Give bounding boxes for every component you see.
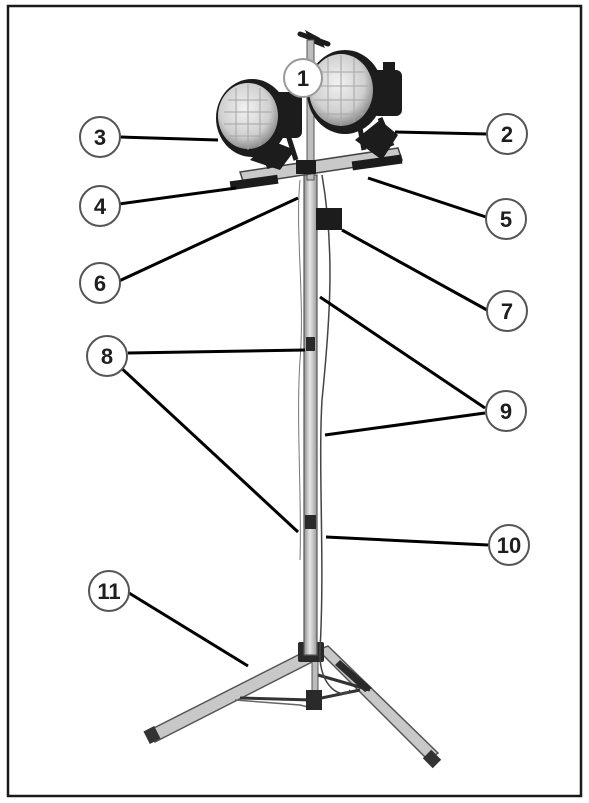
callout-11-label: 11 bbox=[97, 579, 120, 604]
leader-2 bbox=[395, 132, 487, 134]
callout-3: 3 bbox=[80, 117, 120, 157]
callout-7: 7 bbox=[487, 291, 527, 331]
callout-1: 1 bbox=[284, 59, 322, 97]
callout-6: 6 bbox=[80, 263, 120, 303]
callout-4-label: 4 bbox=[94, 194, 107, 219]
callout-10-label: 10 bbox=[497, 533, 521, 558]
callout-5: 5 bbox=[486, 199, 526, 239]
callout-3-label: 3 bbox=[94, 125, 106, 150]
callout-9: 9 bbox=[486, 391, 526, 431]
callout-9-label: 9 bbox=[500, 399, 512, 424]
callout-7-label: 7 bbox=[501, 299, 513, 324]
callout-1-label: 1 bbox=[297, 66, 309, 91]
callout-2-label: 2 bbox=[501, 122, 513, 147]
callout-5-label: 5 bbox=[500, 207, 512, 232]
callout-4: 4 bbox=[80, 186, 120, 226]
callout-6-label: 6 bbox=[94, 271, 106, 296]
callout-8-label: 8 bbox=[101, 344, 113, 369]
callout-10: 10 bbox=[489, 525, 529, 565]
callout-8: 8 bbox=[87, 336, 127, 376]
callout-2: 2 bbox=[487, 114, 527, 154]
callout-11: 11 bbox=[89, 571, 129, 611]
